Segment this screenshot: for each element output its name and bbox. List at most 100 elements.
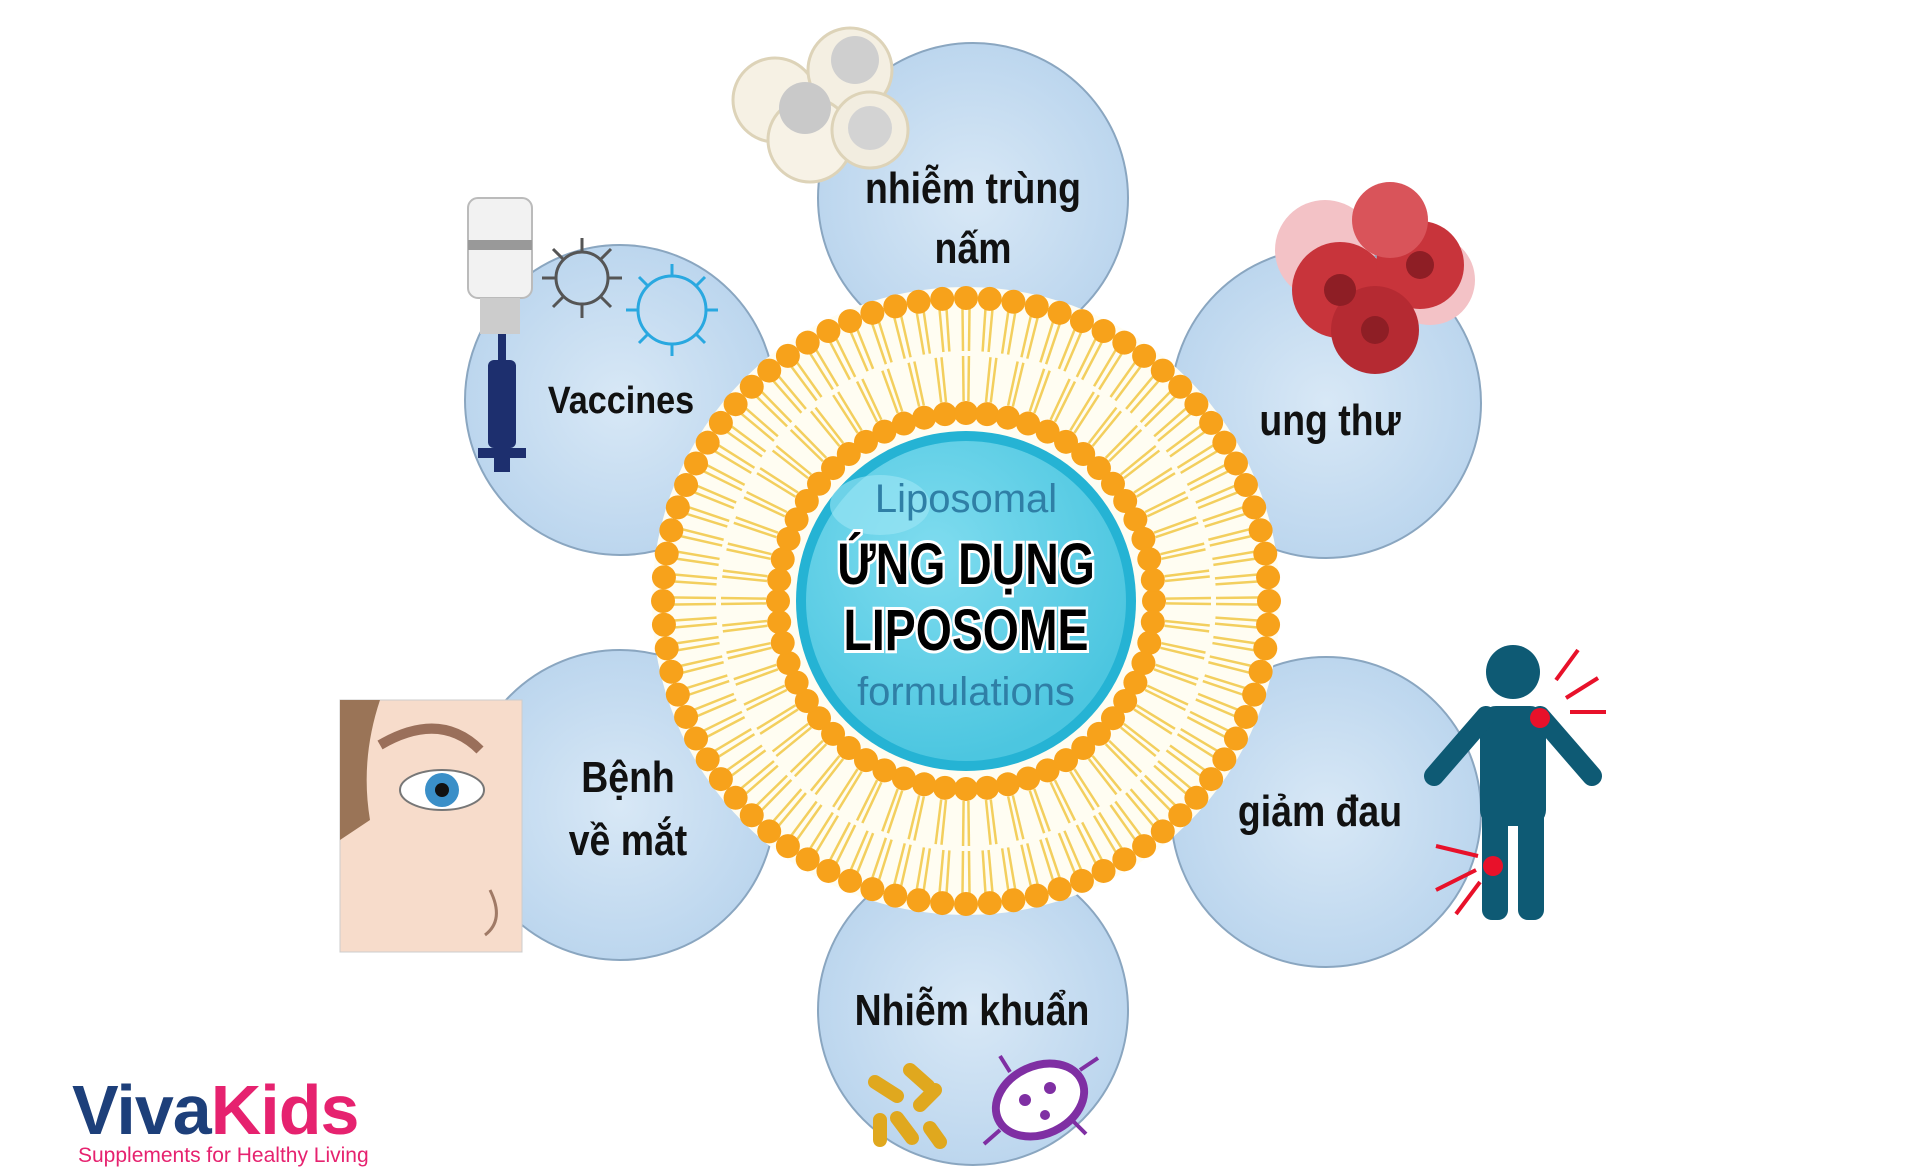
lipid-tail (832, 768, 859, 808)
lipid-tail (1087, 406, 1118, 444)
lipid-tail (907, 362, 921, 407)
label-fungal-line1: nhiễm trùng (865, 163, 1081, 213)
logo-viva: Viva (72, 1071, 212, 1149)
lipid-head-outer (816, 319, 841, 344)
background-text-line2: formulations (857, 670, 1075, 714)
lipid-tail (913, 361, 926, 406)
lipid-head-outer (1233, 473, 1258, 498)
eye-face-icon (339, 699, 523, 953)
lipid-head-outer (1212, 430, 1237, 455)
lipid-head-outer (1132, 343, 1157, 368)
lipid-head-outer (1001, 888, 1026, 913)
lipid-head-outer (775, 834, 800, 859)
lipid-head-outer (1150, 819, 1175, 844)
lipid-head-outer (651, 612, 676, 637)
lipid-head-inner (954, 777, 978, 801)
lipid-head-inner (1140, 567, 1165, 592)
lipid-head-outer (1112, 847, 1137, 872)
lipid-head-outer (930, 891, 955, 916)
lipid-head-outer (816, 858, 841, 883)
lipid-tail (726, 641, 771, 654)
lipid-head-inner (794, 488, 819, 513)
lipid-tail (1091, 410, 1123, 447)
lipid-tail (1155, 663, 1199, 681)
lipid-tail (1153, 668, 1197, 686)
lipid-tail (756, 704, 797, 730)
lipid-tail (1028, 790, 1046, 834)
lipid-head-outer (654, 541, 679, 566)
title-line2: LIPOSOME (844, 598, 1089, 663)
lipid-head-inner (932, 402, 957, 427)
lipid-head-outer (1199, 767, 1224, 792)
lipid-tail (1155, 521, 1199, 539)
cancer-cells-icon (1275, 182, 1475, 374)
lipid-head-inner (770, 630, 795, 655)
lipid-head-inner (836, 735, 861, 760)
bacteria-rods-icon (868, 1063, 947, 1149)
bacterium-icon (982, 1054, 1100, 1146)
lipid-tail (1135, 704, 1176, 730)
lipid-tail (886, 790, 904, 834)
lipid-tail (745, 688, 788, 712)
lipid-head-outer (775, 343, 800, 368)
lipid-head-inner (1054, 429, 1079, 454)
lipid-tail (940, 799, 948, 845)
lipid-head-outer (1091, 319, 1116, 344)
lipid-head-outer (1184, 392, 1209, 417)
lipid-head-inner (1035, 419, 1060, 444)
lipid-tail (722, 569, 768, 578)
lipid-head-outer (1256, 612, 1281, 637)
lipid-tail (1006, 796, 1019, 841)
lipid-head-outer (1150, 358, 1175, 383)
lipid-tail (934, 799, 943, 845)
lipid-head-inner (821, 721, 846, 746)
lipid-tail (1160, 542, 1205, 556)
lipid-head-outer (654, 636, 679, 661)
lipid-head-outer (665, 495, 690, 520)
lipid-tail (855, 779, 879, 822)
lipid-head-inner (1137, 630, 1162, 655)
lipid-head-inner (1071, 442, 1096, 467)
lipid-head-outer (860, 300, 885, 325)
lipid-head-inner (821, 456, 846, 481)
lipid-head-outer (1257, 589, 1281, 613)
lipid-tail (793, 424, 828, 459)
lipid-head-outer (1069, 868, 1094, 893)
lipid-head-outer (1091, 858, 1116, 883)
lipid-head-inner (836, 442, 861, 467)
lipid-head-outer (795, 330, 820, 355)
lipid-tail (775, 726, 812, 758)
lipid-head-outer (930, 286, 955, 311)
vivakids-logo: VivaKids Supplements for Healthy Living (72, 1070, 369, 1168)
lipid-head-inner (853, 429, 878, 454)
lipid-tail (855, 380, 879, 423)
lipid-tail (1087, 758, 1118, 796)
lipid-tail (1164, 619, 1210, 627)
lipid-head-outer (883, 294, 908, 319)
lipid-tail (1049, 378, 1071, 421)
lipid-head-outer (1242, 495, 1267, 520)
lipid-head-inner (1137, 547, 1162, 572)
lipid-head-outer (651, 589, 675, 613)
lipid-tail (1164, 575, 1210, 583)
lipid-tail (721, 596, 767, 600)
lipid-head-inner (767, 610, 792, 635)
lipid-tail (1104, 424, 1139, 459)
lipid-tail (1133, 467, 1173, 494)
lipid-head-outer (954, 892, 978, 916)
lipid-head-outer (906, 289, 931, 314)
syringe-icon (478, 334, 526, 472)
lipid-head-inner (1142, 589, 1166, 613)
lipid-tail (1146, 684, 1189, 706)
logo-kids: Kids (210, 1071, 360, 1149)
lipid-tail (1120, 444, 1157, 476)
lipid-tail (1073, 768, 1100, 808)
lipid-head-inner (1016, 411, 1041, 436)
lipid-tail (789, 428, 824, 463)
lipid-tail (814, 758, 845, 796)
lipid-head-inner (1113, 689, 1138, 714)
lipid-head-outer (739, 803, 764, 828)
lipid-tail (722, 624, 768, 633)
lipid-tail (1144, 688, 1187, 712)
lipid-head-outer (1047, 877, 1072, 902)
